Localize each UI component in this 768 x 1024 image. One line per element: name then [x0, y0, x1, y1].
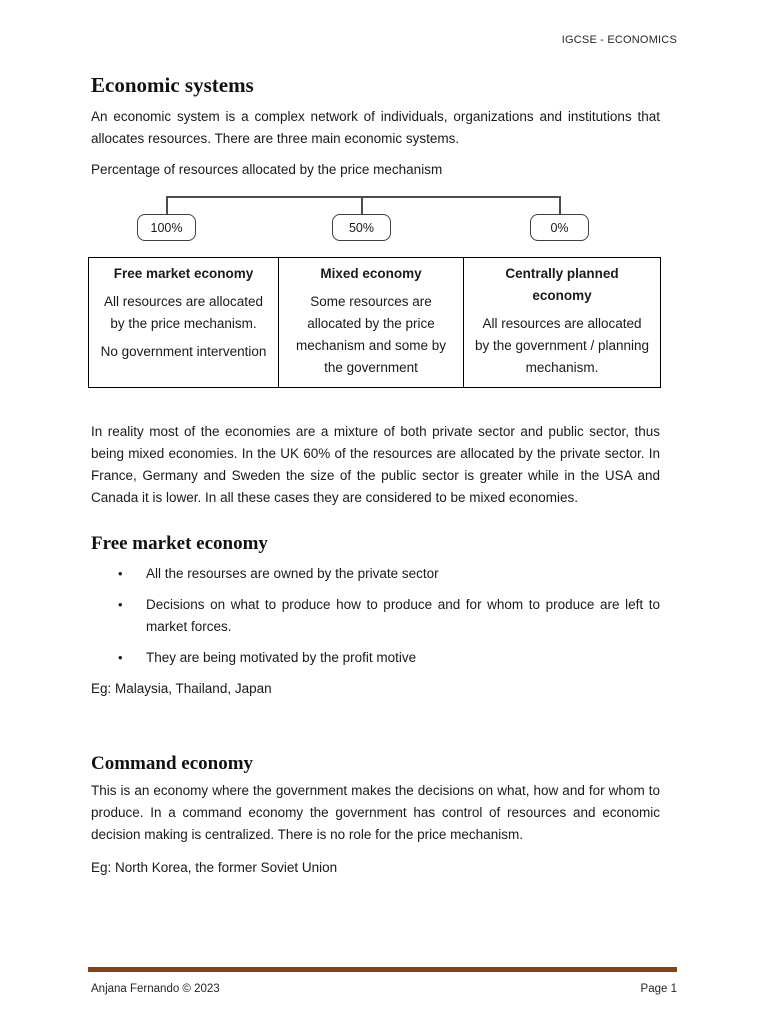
cell-title-centrally-planned: Centrally planned economy: [505, 266, 619, 303]
intro-paragraph: An economic system is a complex network …: [91, 109, 660, 146]
cell-title-mixed: Mixed economy: [320, 266, 422, 281]
table-row: Free market economy All resources are al…: [88, 257, 661, 388]
bullet-text: They are being motivated by the profit m…: [146, 650, 417, 665]
table-cell-mixed: Mixed economy Some resources are allocat…: [278, 257, 464, 388]
bullet-text: Decisions on what to produce how to prod…: [146, 597, 660, 634]
content-column: Economic systems An economic system is a…: [88, 0, 661, 879]
bullet-dot-icon: •: [118, 566, 123, 581]
page-title: Economic systems: [91, 73, 254, 97]
cell-paragraph: All resources are allocated by the price…: [103, 294, 264, 331]
section-heading-free-market: Free market economy: [91, 533, 268, 554]
bullet-item: • They are being motivated by the profit…: [91, 647, 660, 669]
example-command: Eg: North Korea, the former Soviet Union: [91, 860, 338, 875]
table-cell-centrally-planned: Centrally planned economy All resources …: [463, 257, 661, 388]
command-paragraph: This is an economy where the government …: [91, 783, 660, 842]
connector-stub-left: [166, 196, 168, 215]
bullet-dot-icon: •: [118, 650, 123, 665]
node-box-50-percent: 50%: [332, 214, 391, 241]
bullet-item: • All the resourses are owned by the pri…: [91, 563, 660, 585]
cell-paragraph: Some resources are allocated by the pric…: [295, 294, 447, 375]
bullet-text: All the resourses are owned by the priva…: [146, 566, 439, 581]
free-market-bullet-list: • All the resourses are owned by the pri…: [91, 563, 660, 669]
bullet-item: • Decisions on what to produce how to pr…: [91, 594, 660, 638]
connector-horizontal-line: [166, 196, 560, 198]
connector-stub-right: [559, 196, 561, 215]
price-mechanism-diagram: 100% 50% 0%: [91, 185, 660, 257]
cell-paragraph: All resources are allocated by the gover…: [474, 316, 650, 375]
economy-types-table: Free market economy All resources are al…: [88, 257, 661, 388]
connector-stub-middle: [361, 196, 363, 215]
footer-rule: [88, 967, 677, 972]
bullet-dot-icon: •: [118, 597, 123, 612]
footer-author: Anjana Fernando © 2023: [91, 983, 220, 995]
section-heading-command: Command economy: [91, 753, 254, 774]
footer: Anjana Fernando © 2023 Page 1: [91, 978, 677, 1000]
header-course-label: IGCSE - ECONOMICS: [561, 34, 677, 46]
node-box-100-percent: 100%: [137, 214, 196, 241]
reality-paragraph: In reality most of the economies are a m…: [91, 424, 660, 505]
node-box-0-percent: 0%: [530, 214, 589, 241]
footer-page-number: Page 1: [640, 983, 677, 995]
cell-paragraph: No government intervention: [100, 344, 267, 359]
diagram-caption: Percentage of resources allocated by the…: [91, 162, 443, 177]
example-free-market: Eg: Malaysia, Thailand, Japan: [91, 681, 272, 696]
cell-title-free-market: Free market economy: [113, 266, 254, 281]
table-cell-free-market: Free market economy All resources are al…: [88, 257, 279, 388]
